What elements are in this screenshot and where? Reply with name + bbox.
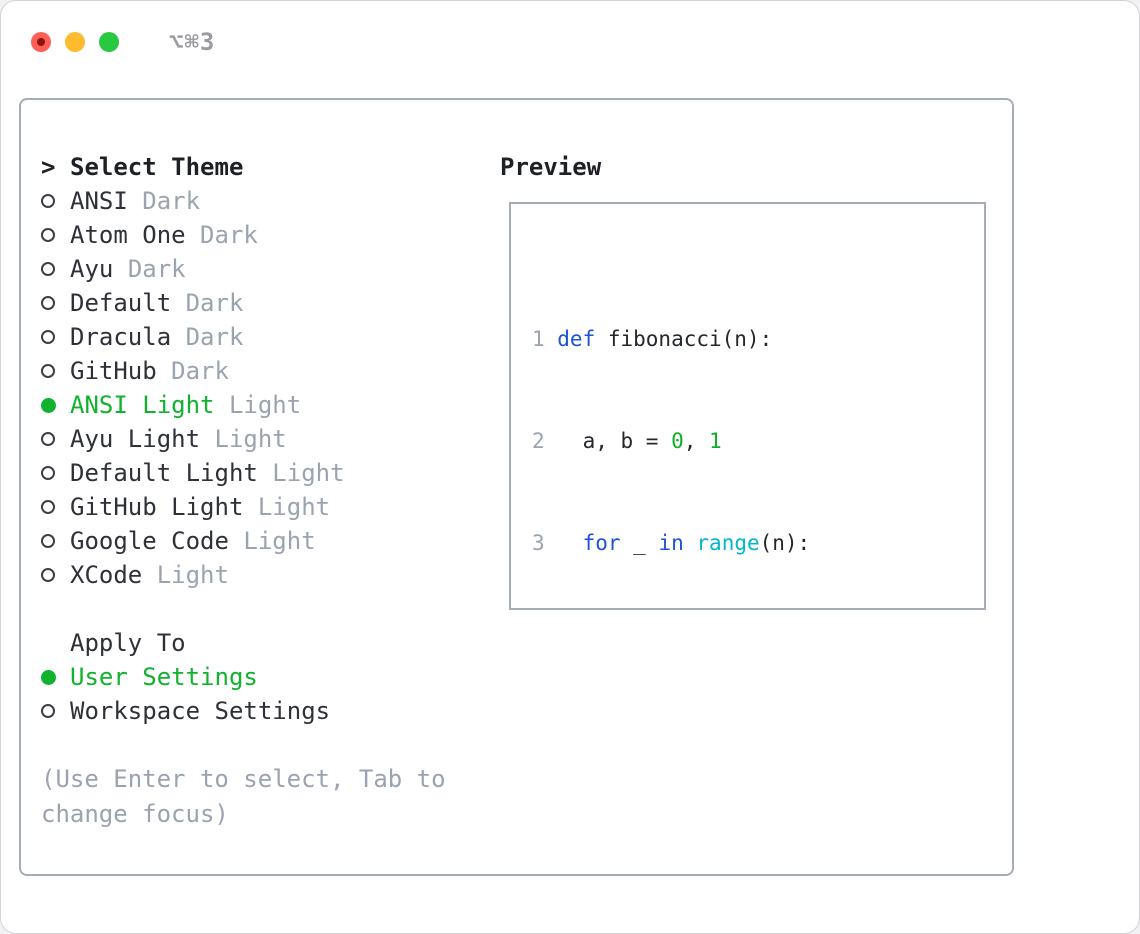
theme-option-github-dark[interactable]: GitHub Dark: [41, 354, 500, 388]
radio-icon: [41, 262, 55, 276]
radio-icon: [41, 534, 55, 548]
radio-icon: [41, 228, 55, 242]
minimize-button-icon[interactable]: [65, 32, 85, 52]
select-theme-header: > Select Theme: [41, 150, 500, 184]
theme-option-ansi-light[interactable]: ANSI Light Light: [41, 388, 500, 422]
theme-option-ansi-dark[interactable]: ANSI Dark: [41, 184, 500, 218]
zoom-button-icon[interactable]: [99, 32, 119, 52]
theme-option-dracula-dark[interactable]: Dracula Dark: [41, 320, 500, 354]
theme-option-default-dark[interactable]: Default Dark: [41, 286, 500, 320]
keyboard-hint: (Use Enter to select, Tab to change focu…: [41, 765, 446, 828]
radio-icon: [41, 500, 55, 514]
radio-icon: [41, 330, 55, 344]
apply-option-user-settings[interactable]: User Settings: [41, 660, 500, 694]
apply-to-header: Apply To: [41, 626, 500, 660]
radio-icon: [41, 364, 55, 378]
code-line: 3 for _ in range(n):: [532, 531, 811, 555]
close-button-icon[interactable]: [31, 32, 51, 52]
radio-icon: [41, 432, 55, 446]
apply-to-title: Apply To: [70, 629, 186, 657]
radio-icon: [41, 568, 55, 582]
apply-option-workspace-settings[interactable]: Workspace Settings: [41, 694, 500, 728]
theme-option-github-light[interactable]: GitHub Light Light: [41, 490, 500, 524]
theme-option-xcode-light[interactable]: XCode Light: [41, 558, 500, 592]
radio-selected-icon: [41, 669, 56, 685]
radio-selected-icon: [41, 397, 56, 413]
theme-option-google-code-light[interactable]: Google Code Light: [41, 524, 500, 558]
theme-option-ayu-light[interactable]: Ayu Light Light: [41, 422, 500, 456]
titlebar: ⌥⌘3: [31, 28, 215, 56]
radio-icon: [41, 466, 55, 480]
radio-icon: [41, 704, 55, 718]
focus-caret-icon: >: [41, 153, 56, 181]
radio-icon: [41, 296, 55, 310]
theme-list-column: > Select Theme ANSI Dark Atom One Dark A…: [41, 150, 500, 832]
window-title: ⌥⌘3: [169, 28, 216, 56]
theme-option-default-light[interactable]: Default Light Light: [41, 456, 500, 490]
code-line: 2 a, b = 0, 1: [532, 429, 722, 453]
theme-option-ayu-dark[interactable]: Ayu Dark: [41, 252, 500, 286]
section-title: Select Theme: [70, 153, 244, 181]
radio-icon: [41, 194, 55, 208]
theme-option-atom-one-dark[interactable]: Atom One Dark: [41, 218, 500, 252]
theme-picker-panel: > Select Theme ANSI Dark Atom One Dark A…: [19, 98, 1014, 876]
preview-title: Preview: [500, 153, 602, 181]
